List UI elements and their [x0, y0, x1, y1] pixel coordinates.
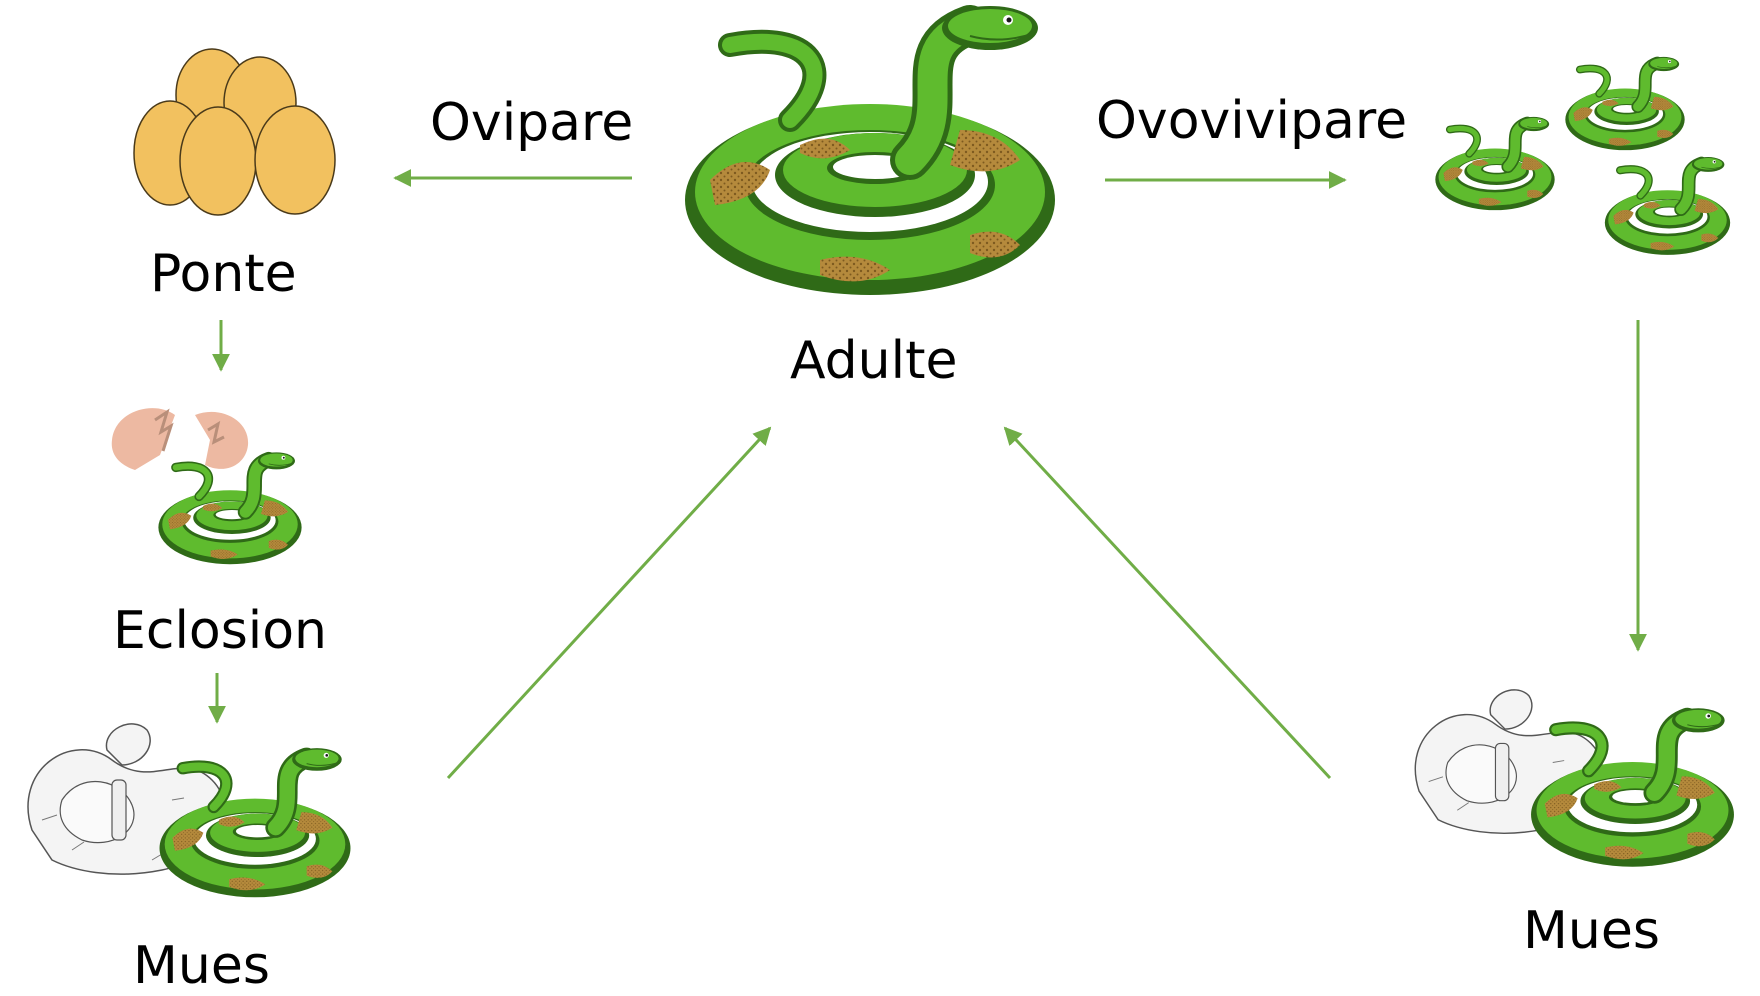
- hatchling-snake-icon: [111, 408, 320, 570]
- arrow-molt-right-to-adult: [1003, 426, 1332, 780]
- label-laying: Ponte: [150, 244, 297, 304]
- egg-clutch-icon: [133, 48, 336, 216]
- young-molted-snake-icon: [1505, 705, 1760, 875]
- young-molted-snake-icon: [125, 745, 385, 905]
- arrow-molt-left-to-adult: [446, 426, 772, 780]
- coiled-snake-icon: [670, 0, 1070, 310]
- young-snakes-icon: [1415, 55, 1760, 270]
- label-ovoviviparous: Ovovivipare: [1096, 91, 1408, 151]
- label-hatching: Eclosion: [113, 601, 328, 661]
- label-adult: Adulte: [790, 331, 958, 391]
- label-molt-left: Mues: [133, 936, 270, 996]
- label-oviparous: Ovipare: [430, 93, 634, 153]
- label-molt-right: Mues: [1523, 901, 1660, 961]
